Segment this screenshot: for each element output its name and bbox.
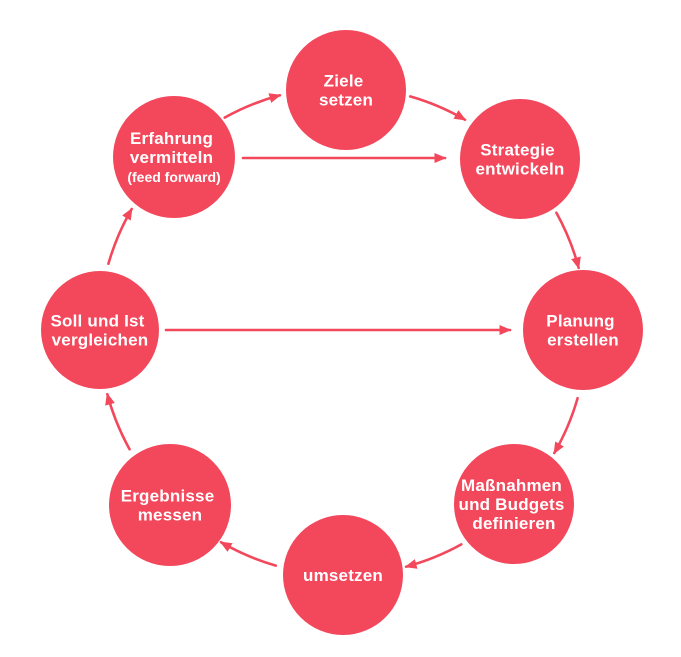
node-label-line: vermitteln <box>130 148 213 167</box>
node-label-line: erstellen <box>547 330 619 349</box>
node-label-line: Ergebnisse <box>121 486 215 505</box>
node-label-line: definieren <box>472 514 555 533</box>
node-umsetzen: umsetzen <box>283 515 403 635</box>
node-circle <box>523 270 643 390</box>
arrow-ziele-to-strategie <box>408 95 467 121</box>
node-circle <box>454 444 574 564</box>
node-label: Planung erstellen <box>546 311 619 349</box>
node-circle <box>286 30 406 150</box>
node-label-line: Erfahrung <box>130 129 213 148</box>
node-label-line: Planung <box>546 311 614 330</box>
node-label-line: Ziele <box>324 71 364 90</box>
feed-arrows <box>164 153 512 335</box>
node-strategie-entwickeln: Strategie entwickeln <box>460 99 580 219</box>
node-label-line: entwickeln <box>476 159 565 178</box>
node-label-line: Soll und Ist <box>51 311 145 330</box>
node-label: Strategie entwickeln <box>476 140 565 178</box>
node-planung-erstellen: Planung erstellen <box>523 270 643 390</box>
node-label-line: umsetzen <box>303 566 383 585</box>
node-label: Ergebnisse messen <box>121 486 220 524</box>
node-label: umsetzen <box>303 566 383 585</box>
arrow-planung-to-massnahmen <box>553 396 579 455</box>
node-ziele-setzen: Ziele setzen <box>286 30 406 150</box>
node-label-line: setzen <box>319 90 373 109</box>
node-erfahrung-vermitteln: Erfahrung vermitteln (feed forward) <box>113 96 235 218</box>
arrow-soll-to-erfahrung <box>107 207 133 266</box>
node-label-line: Strategie <box>480 140 555 159</box>
node-massnahmen-und-budgets-definieren: Maßnahmen und Budgets definieren <box>454 444 574 564</box>
node-circle <box>283 515 403 635</box>
arrow-ergebnisse-to-soll <box>105 392 131 451</box>
node-soll-und-ist-vergleichen: Soll und Ist vergleichen <box>41 271 159 389</box>
node-circle <box>113 96 235 218</box>
node-circle <box>460 99 580 219</box>
node-label: Ziele setzen <box>319 71 373 109</box>
arrow-massnahmen-to-umsetzen <box>404 543 463 569</box>
node-circle <box>41 271 159 389</box>
node-label: Erfahrung vermitteln (feed forward) <box>127 129 220 186</box>
node-label: Soll und Ist vergleichen <box>51 311 150 349</box>
node-label-sub-line: (feed forward) <box>127 169 220 185</box>
node-ergebnisse-messen: Ergebnisse messen <box>109 444 231 566</box>
node-label: Maßnahmen und Budgets definieren <box>458 476 569 533</box>
node-circle <box>109 444 231 566</box>
node-label-line: und Budgets <box>458 495 564 514</box>
node-label-line: Maßnahmen <box>461 476 562 495</box>
arrow-strategie-to-planung <box>555 211 581 270</box>
node-label-line: messen <box>138 505 203 524</box>
arrow-erfahrung-to-ziele <box>223 93 282 119</box>
arrow-umsetzen-to-ergebnisse <box>219 541 278 567</box>
node-label-line: vergleichen <box>52 330 149 349</box>
ring-arrows <box>105 93 581 569</box>
